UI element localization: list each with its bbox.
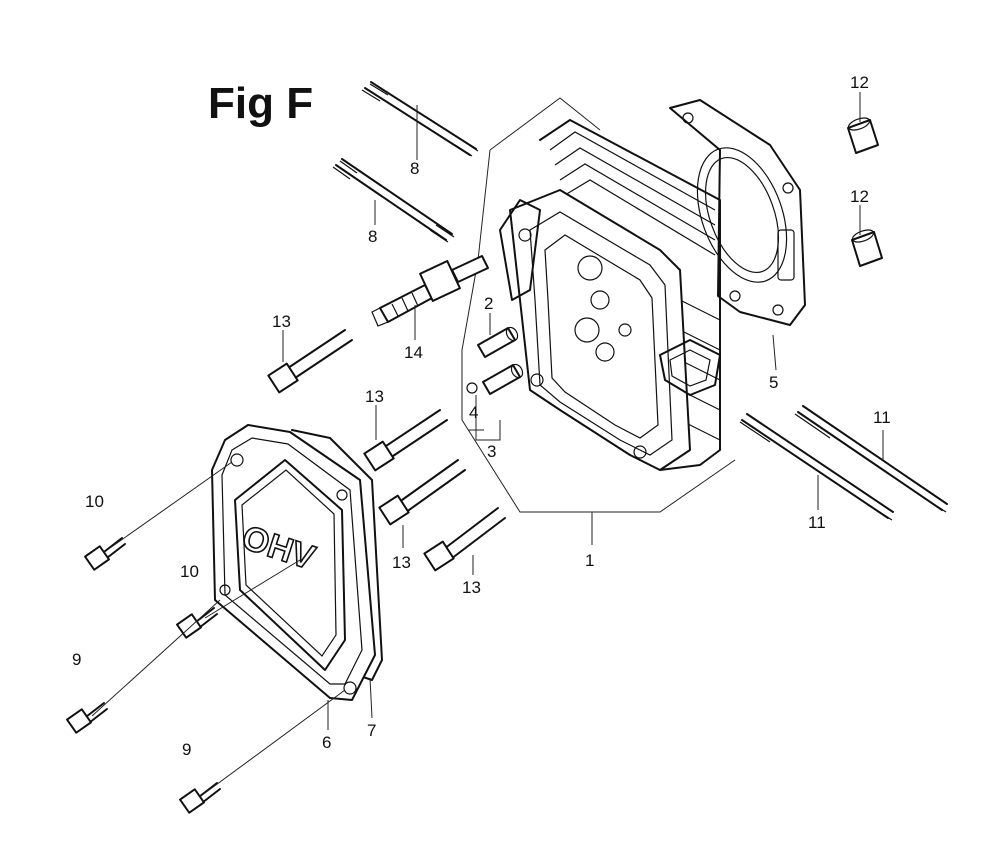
callout-12-upper: 12: [850, 73, 869, 92]
callout-labels: 1 2 3 4 5 6 7 8 8 9 9 10 10 11 11 12 12 …: [72, 73, 891, 759]
callout-13-a: 13: [272, 312, 291, 331]
stud-11-upper: [794, 405, 948, 513]
head-gasket: [669, 99, 806, 326]
head-bolt-13-b: [363, 409, 448, 472]
callout-13-c: 13: [392, 553, 411, 572]
dowel-sleeve-12-lower: [851, 229, 883, 267]
callout-9-bottom: 9: [182, 740, 191, 759]
cover-bolt-10-a: [84, 537, 126, 571]
callout-10-upper: 10: [85, 492, 104, 511]
cover-bolt-9-b: [179, 782, 221, 814]
spark-plug: [371, 255, 489, 327]
callout-6: 6: [322, 733, 331, 752]
stud-11-lower: [739, 413, 894, 521]
callout-10-lower: 10: [180, 562, 199, 581]
callout-14: 14: [404, 343, 423, 362]
dowel-pin-2: [477, 326, 519, 358]
dowel-sleeve-12-upper: [847, 117, 879, 154]
cylinder-head: [499, 119, 721, 471]
cover-bolt-9-a: [66, 702, 108, 734]
callout-9-left: 9: [72, 650, 81, 669]
callout-1: 1: [585, 551, 594, 570]
head-bolt-13-a: [267, 329, 353, 394]
callout-11-upper: 11: [873, 408, 891, 427]
callout-8-lower: 8: [368, 227, 377, 246]
callout-13-b: 13: [365, 387, 384, 406]
callout-7: 7: [367, 721, 376, 740]
callout-4: 4: [469, 403, 478, 422]
callout-8-upper: 8: [410, 159, 419, 178]
leader-lines: [91, 92, 884, 794]
valve-cover: OHV: [211, 424, 376, 701]
stud-8-upper: [361, 81, 479, 157]
callout-12-lower: 12: [850, 187, 869, 206]
head-bolt-13-d: [423, 507, 506, 572]
head-bolt-13-c: [378, 459, 466, 526]
dowel-pin-3: [482, 363, 524, 395]
stud-8-lower: [332, 158, 455, 243]
callout-5: 5: [769, 373, 778, 392]
callout-2: 2: [484, 294, 493, 313]
callout-13-d: 13: [462, 578, 481, 597]
o-ring-4: [466, 382, 478, 394]
callout-3: 3: [487, 442, 496, 461]
figure-title: Fig F: [208, 79, 314, 128]
callout-11-lower: 11: [808, 513, 826, 532]
